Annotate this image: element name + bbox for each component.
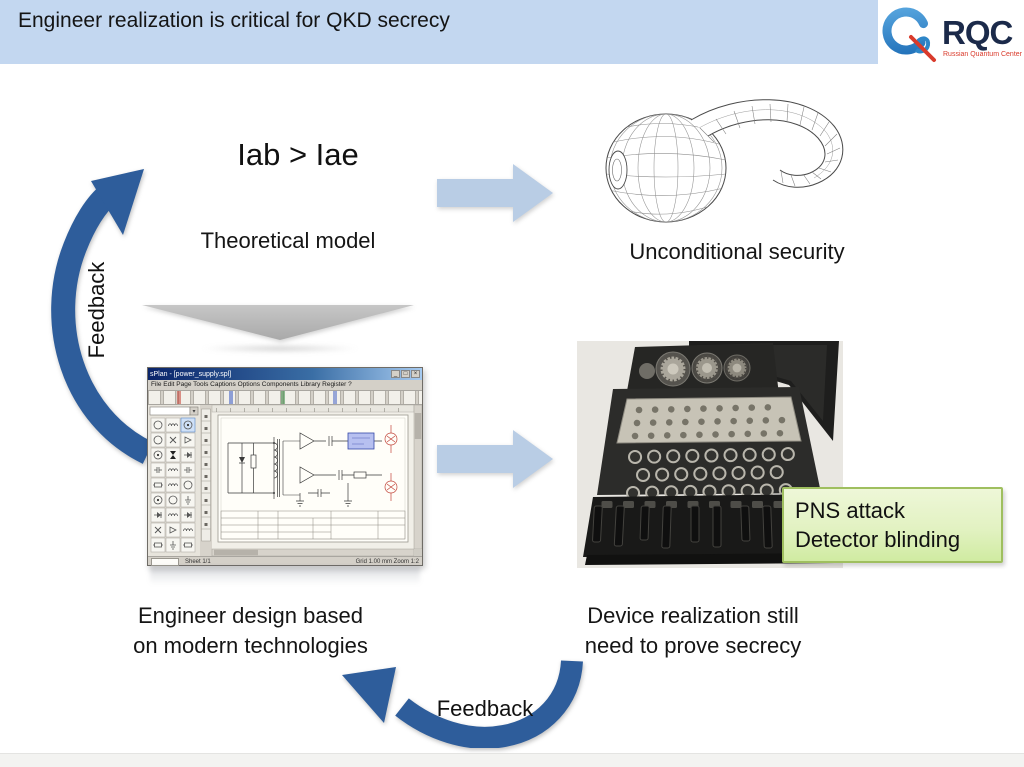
window-toolbar (148, 391, 422, 405)
page-title: Engineer realization is critical for QKD… (18, 9, 450, 32)
block-arrow-right-top-icon (437, 164, 553, 222)
sheet-tab (151, 558, 179, 566)
keyboard-keys (626, 447, 800, 500)
feedback-arrow-bottom-icon (342, 659, 583, 748)
logo-acronym: RQC (942, 14, 1013, 51)
feedback-left-label: Feedback (84, 261, 109, 359)
bottom-strip (0, 753, 1024, 767)
block-arrow-right-bottom-icon (437, 430, 553, 488)
attack-line-1: PNS attack (795, 498, 906, 523)
palette-grid (150, 417, 196, 553)
schematic-drawing (227, 432, 382, 507)
logo-panel: RQC Russian Quantum Center (878, 0, 1024, 68)
formula-text: Iab > Iae (237, 137, 359, 172)
window-controls: _□× (390, 370, 420, 378)
device-realization-label: Device realization still need to prove s… (584, 603, 802, 658)
rotor-assembly (639, 351, 751, 387)
unconditional-security-label: Unconditional security (629, 239, 845, 264)
rqc-logo-icon: RQC Russian Quantum Center (882, 7, 1023, 62)
chevron-down-icon (142, 305, 414, 340)
feedback-arrow-left-icon (51, 169, 154, 464)
lampboard (616, 396, 802, 444)
minimize-icon: _ (391, 370, 400, 378)
window-reflection (150, 567, 420, 585)
logo-subtitle: Russian Quantum Center (943, 51, 1023, 58)
window-workspace (148, 405, 422, 556)
window-titlebar: sPlan - [power_supply.spl] _□× (148, 368, 422, 380)
header-bar (0, 0, 878, 64)
attack-callout-box: PNS attack Detector blinding (782, 487, 1003, 563)
engineer-design-label: Engineer design based on modern technolo… (133, 603, 368, 658)
feedback-bottom-label: Feedback (436, 696, 534, 721)
selected-component (347, 432, 375, 450)
theoretical-model-label: Theoretical model (200, 228, 376, 253)
window-title: sPlan - [power_supply.spl] (150, 370, 232, 378)
maximize-icon: □ (401, 370, 410, 378)
attack-line-2: Detector blinding (795, 527, 961, 552)
red-component-top (384, 425, 398, 453)
circuit-design-window: sPlan - [power_supply.spl] _□× File Edit… (147, 367, 423, 566)
klein-bottle-image (605, 99, 844, 223)
status-left: Sheet 1/1 (185, 559, 211, 565)
window-menubar: File Edit Page Tools Captions Options Co… (148, 380, 422, 391)
window-statusbar: Sheet 1/1 Grid 1.00 mm Zoom 1:2 (148, 556, 422, 567)
status-right: Grid 1.00 mm Zoom 1:2 (355, 559, 419, 565)
chevron-reflection (200, 344, 360, 353)
red-component-bottom (384, 473, 398, 501)
close-icon: × (411, 370, 420, 378)
title-block (220, 510, 406, 540)
